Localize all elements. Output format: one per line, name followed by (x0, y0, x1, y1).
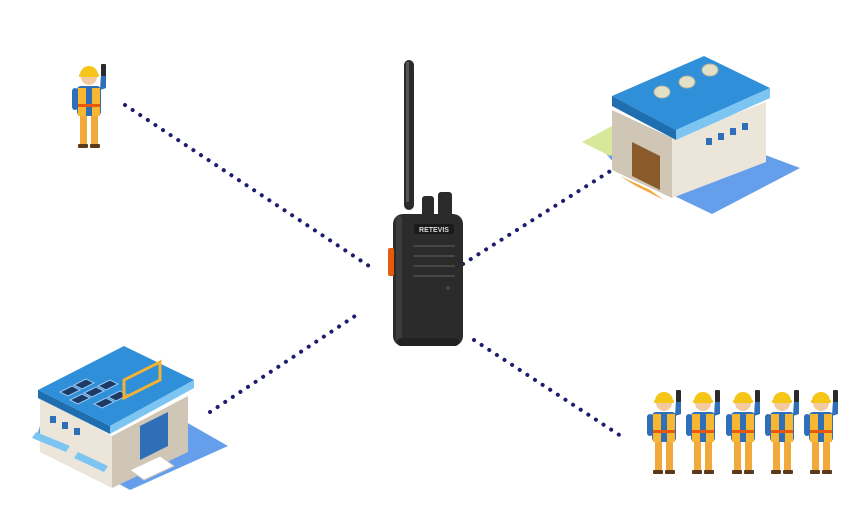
walkie-talkie-icon: RETEVIS (388, 60, 463, 346)
worker-group-icon (647, 390, 838, 474)
connector-to-warehouse-top-right (463, 170, 612, 264)
worker-icon (647, 390, 681, 474)
worker-icon (686, 390, 720, 474)
warehouse-bottom-left-icon (32, 346, 228, 490)
worker-icon (765, 390, 799, 474)
connector-to-worker (125, 105, 372, 268)
connector-to-warehouse-bottom-left (210, 314, 358, 412)
worker-icon (726, 390, 760, 474)
worker-icon (804, 390, 838, 474)
connector-to-worker-group (474, 340, 624, 438)
single-worker-icon (72, 64, 106, 148)
radio-brand-label: RETEVIS (419, 227, 449, 234)
connection-lines (125, 105, 624, 438)
warehouse-top-right-icon (582, 56, 800, 214)
